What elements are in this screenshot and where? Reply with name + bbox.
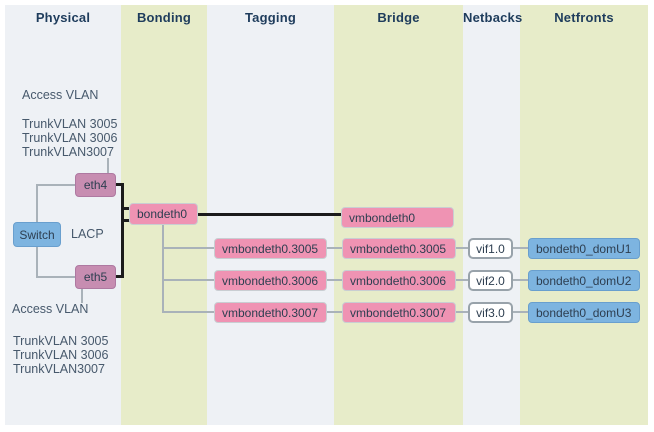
bondlink-vertical — [121, 183, 124, 278]
label-trunkvlan-3005-bottom: TrunkVLAN 3005 — [13, 334, 109, 348]
connector-tag-to-bridge-2 — [327, 279, 342, 281]
node-bridge-vmbondeth0-3005: vmbondeth0.3005 — [342, 238, 456, 259]
connector-bond-to-tag-3 — [163, 311, 215, 313]
node-switch: Switch — [13, 222, 61, 247]
node-netfront-bondeth0-domu1: bondeth0_domU1 — [528, 238, 640, 259]
node-netfront-bondeth0-domu3: bondeth0_domU3 — [528, 302, 640, 323]
column-header-tagging: Tagging — [245, 10, 296, 25]
node-eth5: eth5 — [75, 265, 116, 289]
node-netfront-bondeth0-domu2: bondeth0_domU2 — [528, 270, 640, 291]
connector-tag-to-bridge-1 — [327, 247, 342, 249]
connector-vif-to-domu-1 — [513, 247, 528, 249]
label-trunkvlan-3006-top: TrunkVLAN 3006 — [22, 131, 118, 145]
connector-bond-trunk-vertical — [162, 225, 164, 313]
node-bondeth0: bondeth0 — [129, 203, 198, 225]
node-tagging-vmbondeth0-3006: vmbondeth0.3006 — [214, 270, 327, 291]
label-trunkvlan-3005-top: TrunkVLAN 3005 — [22, 117, 118, 131]
connector-bridge-to-vif-2 — [456, 279, 468, 281]
label-access-vlan-top: Access VLAN — [22, 88, 99, 102]
node-eth4: eth4 — [75, 173, 116, 197]
bondlink-entry-top — [121, 207, 130, 210]
node-tagging-vmbondeth0-3005: vmbondeth0.3005 — [214, 238, 327, 259]
bondlink-eth4-horizontal — [114, 183, 123, 186]
bondlink-eth5-horizontal — [114, 275, 123, 278]
label-trunkvlan-3007-bottom: TrunkVLAN3007 — [13, 362, 105, 376]
node-netback-vif1-0: vif1.0 — [468, 238, 513, 259]
node-bridge-vmbondeth0-3007: vmbondeth0.3007 — [342, 302, 456, 323]
connector-eth5-to-access — [81, 289, 83, 303]
column-header-netbacks: Netbacks — [463, 10, 523, 25]
label-access-vlan-bottom: Access VLAN — [12, 302, 89, 316]
column-band-netfronts — [520, 5, 648, 425]
bondlink-bond-to-vmbond — [197, 213, 342, 216]
connector-trunk-to-eth4 — [107, 158, 109, 173]
connector-eth4-to-switch — [37, 184, 76, 186]
connector-switch-to-eth5 — [37, 276, 76, 278]
connector-bond-to-tag-2 — [163, 279, 215, 281]
node-netback-vif3-0: vif3.0 — [468, 302, 513, 323]
connector-bond-to-tag-1 — [163, 247, 215, 249]
column-band-physical — [5, 5, 121, 425]
node-tagging-vmbondeth0-3007: vmbondeth0.3007 — [214, 302, 327, 323]
label-lacp: LACP — [71, 227, 104, 241]
column-header-bridge: Bridge — [377, 10, 420, 25]
label-trunkvlan-3006-bottom: TrunkVLAN 3006 — [13, 348, 109, 362]
connector-vif-to-domu-2 — [513, 279, 528, 281]
column-header-bonding: Bonding — [136, 10, 192, 25]
column-header-physical: Physical — [35, 10, 91, 25]
column-header-netfronts: Netfronts — [554, 10, 614, 25]
node-vmbondeth0: vmbondeth0 — [341, 207, 454, 228]
column-band-netbacks — [463, 5, 520, 425]
connector-tag-to-bridge-3 — [327, 311, 342, 313]
connector-bridge-to-vif-1 — [456, 247, 468, 249]
label-trunkvlan-3007-top: TrunkVLAN3007 — [22, 145, 114, 159]
connector-bridge-to-vif-3 — [456, 311, 468, 313]
connector-vif-to-domu-3 — [513, 311, 528, 313]
bondlink-entry-bottom — [121, 219, 130, 222]
node-netback-vif2-0: vif2.0 — [468, 270, 513, 291]
node-bridge-vmbondeth0-3006: vmbondeth0.3006 — [342, 270, 456, 291]
